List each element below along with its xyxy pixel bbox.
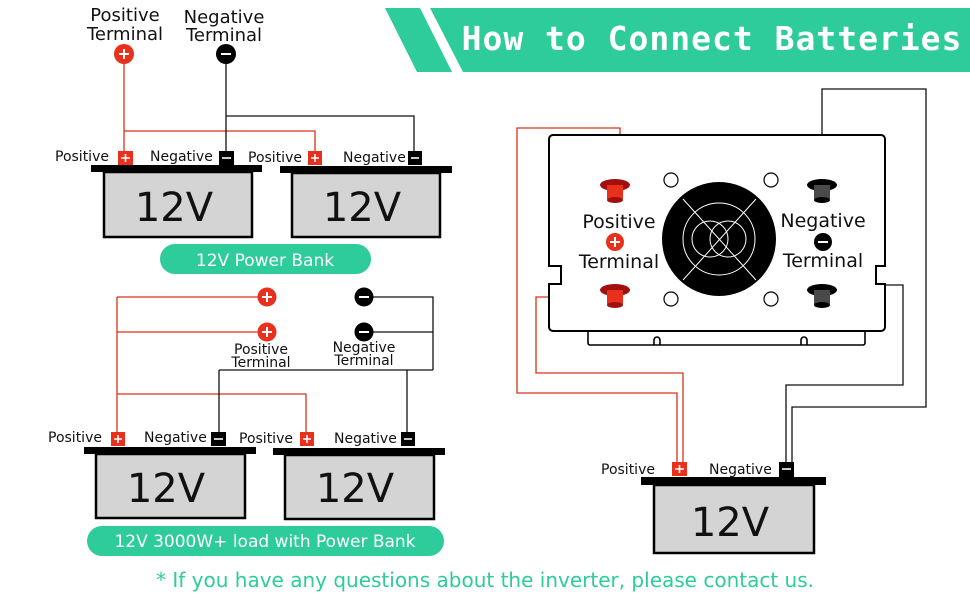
diagram-3000w-load: Positive Terminal Negative Terminal Posi… bbox=[48, 287, 445, 556]
diagram-power-bank: Positive Terminal Negative Terminal Posi… bbox=[55, 5, 452, 274]
battery-voltage: 12V bbox=[316, 466, 395, 512]
negative-wire-outer bbox=[791, 88, 927, 462]
negative-terminal-icon bbox=[216, 44, 236, 64]
battery-negative-label: Negative bbox=[150, 149, 213, 165]
battery-3: Positive Negative 12V bbox=[48, 430, 256, 520]
battery-positive-label: Positive bbox=[48, 430, 102, 446]
inverter-positive-label-line1: Positive bbox=[582, 211, 655, 233]
screw-hole bbox=[663, 172, 679, 188]
caption-3000w-load: 12V 3000W+ load with Power Bank bbox=[87, 526, 444, 556]
top-positive-label-line1: Positive bbox=[90, 5, 159, 26]
screw-hole bbox=[763, 172, 779, 188]
inverter-positive-post bbox=[600, 284, 630, 308]
battery-voltage: 12V bbox=[135, 185, 214, 231]
top-negative-label-line2: Terminal bbox=[185, 25, 262, 46]
battery-positive-label: Positive bbox=[239, 431, 293, 447]
negative-wire bbox=[218, 296, 434, 432]
screw-hole bbox=[763, 291, 779, 307]
positive-terminal-icon bbox=[257, 322, 277, 342]
battery-voltage: 12V bbox=[323, 185, 402, 231]
inverter-positive-post bbox=[600, 179, 630, 203]
battery-negative-label: Negative bbox=[334, 431, 397, 447]
battery-negative-label: Negative bbox=[709, 462, 772, 478]
positive-terminal-label-line1: Positive bbox=[234, 342, 288, 358]
battery-positive-label: Positive bbox=[248, 150, 302, 166]
inverter-positive-label-line2: Terminal bbox=[578, 251, 659, 273]
inverter-negative-label-line1: Negative bbox=[780, 210, 865, 232]
inverter-negative-post bbox=[807, 179, 837, 203]
negative-terminal-icon bbox=[354, 322, 374, 342]
inverter-base bbox=[587, 331, 866, 346]
positive-terminal-label-line2: Terminal bbox=[230, 355, 290, 371]
battery-positive-label: Positive bbox=[55, 149, 109, 165]
top-positive-label-line2: Terminal bbox=[86, 24, 163, 45]
title-banner: How to Connect Batteries bbox=[385, 8, 970, 72]
battery-4: Positive Negative 12V bbox=[239, 431, 445, 521]
caption-text: 12V Power Bank bbox=[196, 251, 334, 271]
top-negative-label-line1: Negative bbox=[184, 7, 265, 28]
contact-note: * If you have any questions about the in… bbox=[156, 568, 814, 592]
negative-terminal-icon bbox=[354, 287, 374, 307]
caption-power-bank: 12V Power Bank bbox=[160, 244, 371, 274]
battery-negative-label: Negative bbox=[144, 430, 207, 446]
battery-inverter: Positive Negative 12V bbox=[601, 462, 826, 555]
positive-terminal-icon bbox=[606, 233, 624, 251]
screw-hole bbox=[663, 291, 679, 307]
inverter-negative-label-line2: Terminal bbox=[782, 250, 863, 272]
battery-voltage: 12V bbox=[691, 500, 770, 546]
banner-background bbox=[430, 8, 970, 72]
positive-wire bbox=[116, 296, 307, 432]
caption-text: 12V 3000W+ load with Power Bank bbox=[114, 532, 415, 552]
positive-wire bbox=[123, 54, 316, 160]
negative-terminal-label-line1: Negative bbox=[333, 340, 396, 356]
negative-terminal-label-line2: Terminal bbox=[333, 353, 393, 369]
positive-terminal-icon bbox=[257, 287, 277, 307]
battery-voltage: 12V bbox=[127, 466, 206, 512]
fan-icon bbox=[662, 182, 776, 296]
diagram-inverter: Positive Terminal Negative Terminal Posi… bbox=[516, 88, 927, 555]
page-title: How to Connect Batteries bbox=[462, 19, 963, 58]
banner-stripe bbox=[385, 8, 452, 72]
negative-terminal-icon bbox=[814, 233, 832, 251]
battery-2: Positive Negative 12V bbox=[248, 150, 452, 239]
battery-negative-label: Negative bbox=[343, 150, 406, 166]
battery-1: Positive Negative 12V bbox=[55, 149, 262, 239]
negative-wire bbox=[225, 54, 415, 160]
positive-terminal-icon bbox=[114, 44, 134, 64]
inverter-negative-post bbox=[807, 284, 837, 308]
battery-positive-label: Positive bbox=[601, 462, 655, 478]
